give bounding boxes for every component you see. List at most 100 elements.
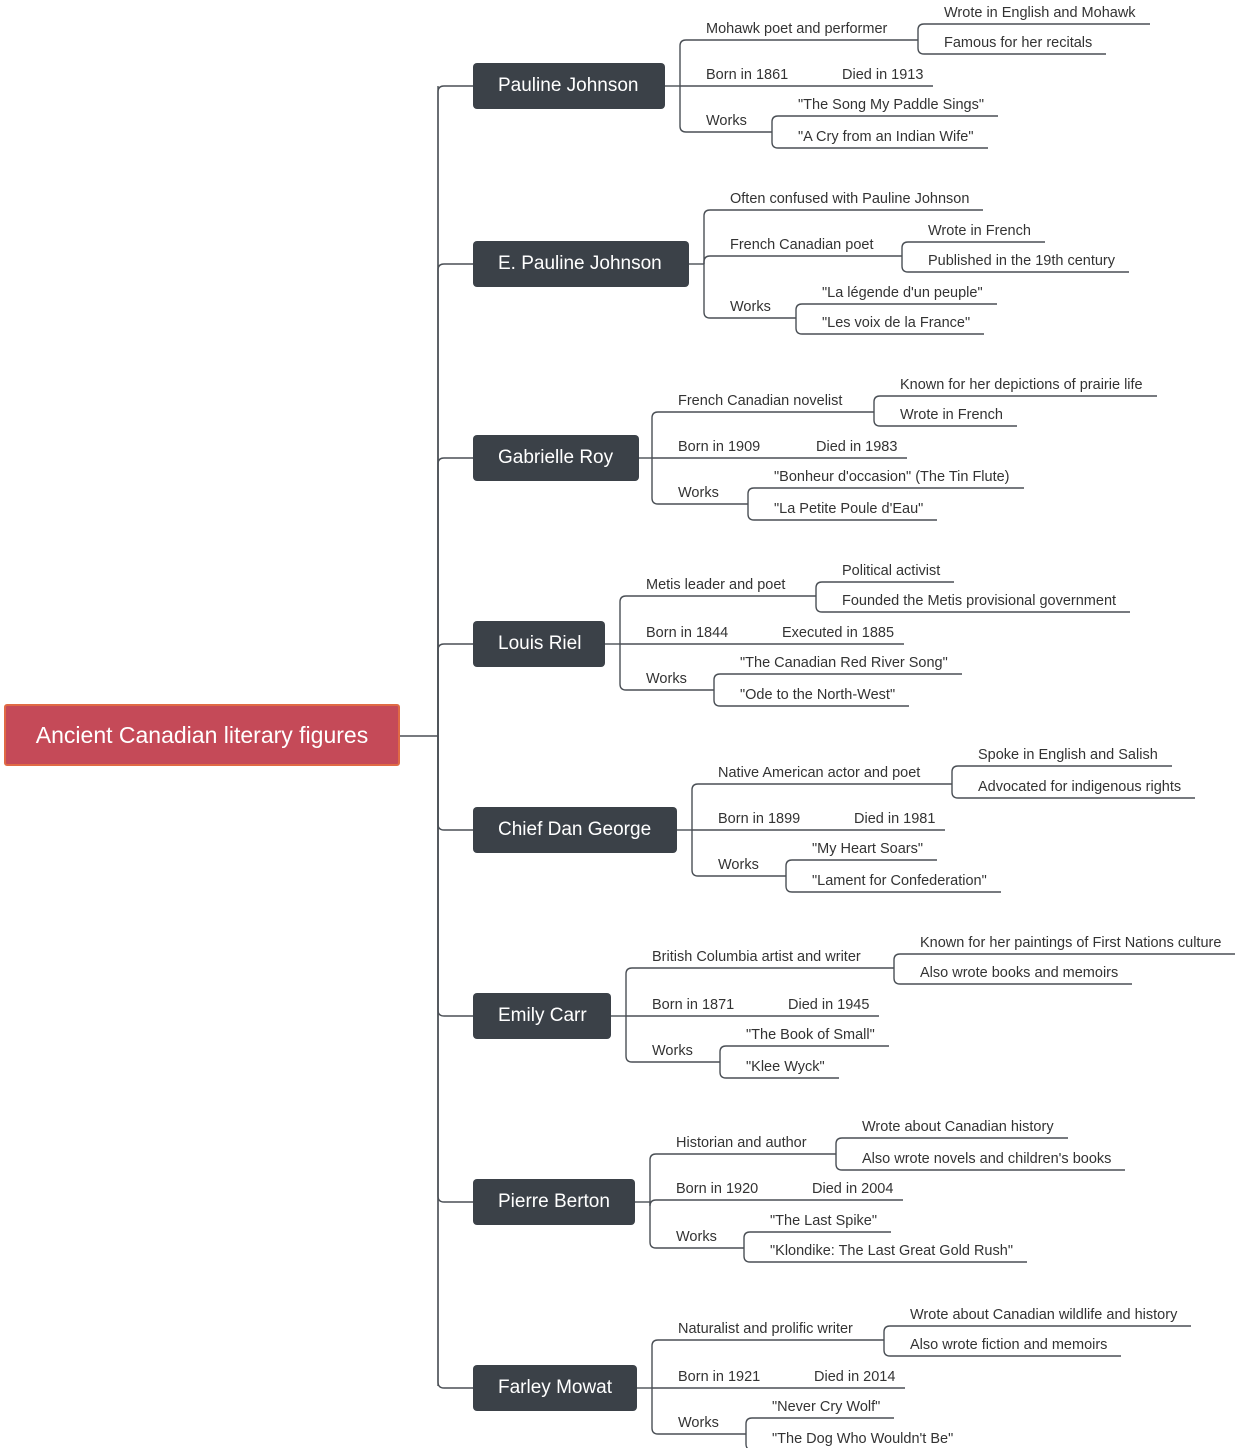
work-item-topic[interactable]: "The Book of Small" [746, 1027, 875, 1043]
trunk-to-branch-line [437, 736, 473, 1203]
work-item-topic[interactable]: "Lament for Confederation" [812, 873, 987, 889]
born-topic[interactable]: Born in 1920 [676, 1181, 759, 1197]
works-topic[interactable]: Works [646, 671, 687, 687]
branch-topic-pierre-berton[interactable]: Pierre Berton [473, 1179, 635, 1225]
works-topic[interactable]: Works [676, 1229, 717, 1245]
leaf-connector-line [901, 241, 1045, 256]
died-topic[interactable]: Executed in 1885 [782, 625, 895, 641]
leaf-connector-line [651, 1388, 746, 1435]
work-item-topic[interactable]: "Klondike: The Last Great Gold Rush" [770, 1243, 1013, 1259]
root-topic[interactable]: Ancient Canadian literary figures [4, 704, 400, 766]
born-topic[interactable]: Born in 1899 [718, 811, 801, 827]
leaf-connector-line [651, 458, 748, 505]
died-topic[interactable]: Died in 1981 [854, 811, 936, 827]
born-topic[interactable]: Born in 1871 [652, 997, 735, 1013]
died-topic[interactable]: Died in 2004 [812, 1181, 894, 1197]
work-item-topic[interactable]: "Klee Wyck" [746, 1059, 825, 1075]
description-topic[interactable]: Mohawk poet and performer [706, 21, 888, 37]
detail-topic[interactable]: Also wrote books and memoirs [920, 965, 1119, 981]
detail-topic[interactable]: Wrote in French [900, 407, 1003, 423]
description-topic[interactable]: French Canadian poet [730, 237, 874, 253]
leaf-connector-line [795, 318, 984, 335]
description-topic[interactable]: British Columbia artist and writer [652, 949, 861, 965]
branch-topic-emily-carr[interactable]: Emily Carr [473, 993, 611, 1039]
branch-topic-louis-riel[interactable]: Louis Riel [473, 621, 605, 667]
leaf-connector-line [873, 412, 1017, 427]
branch-topic-label: Louis Riel [498, 633, 582, 654]
detail-topic[interactable]: Political activist [842, 563, 941, 579]
leaf-connector-line [649, 1153, 836, 1202]
work-item-topic[interactable]: "The Dog Who Wouldn't Be" [772, 1431, 954, 1447]
leaf-connector-line [917, 40, 1106, 55]
trunk-to-branch-line [437, 736, 473, 831]
leaf-connector-line [719, 1062, 839, 1079]
leaf-connector-line [873, 395, 1157, 412]
trunk-to-branch-line [437, 85, 473, 736]
branch-topic-farley-mowat[interactable]: Farley Mowat [473, 1365, 637, 1411]
detail-topic[interactable]: Known for her paintings of First Nations… [920, 935, 1222, 951]
detail-topic[interactable]: Known for her depictions of prairie life [900, 377, 1143, 393]
work-item-topic[interactable]: "Bonheur d'occasion" (The Tin Flute) [774, 469, 1010, 485]
works-topic[interactable]: Works [678, 1415, 719, 1431]
detail-topic[interactable]: Wrote in English and Mohawk [944, 5, 1136, 21]
branch-topic-e-pauline-johnson[interactable]: E. Pauline Johnson [473, 241, 689, 287]
work-item-topic[interactable]: "The Canadian Red River Song" [740, 655, 948, 671]
leaf-connector-line [917, 23, 1150, 40]
detail-topic[interactable]: Famous for her recitals [944, 35, 1093, 51]
root-topic-label: Ancient Canadian literary figures [35, 721, 369, 748]
branch-topic-gabrielle-roy[interactable]: Gabrielle Roy [473, 435, 639, 481]
work-item-topic[interactable]: "The Last Spike" [770, 1213, 878, 1229]
died-topic[interactable]: Died in 1945 [788, 997, 870, 1013]
description-topic[interactable]: Metis leader and poet [646, 577, 786, 593]
description-topic[interactable]: Native American actor and poet [718, 765, 921, 781]
died-topic[interactable]: Died in 2014 [814, 1369, 896, 1385]
detail-topic[interactable]: Also wrote novels and children's books [862, 1151, 1112, 1167]
leaf-connector-line [785, 859, 937, 876]
detail-topic[interactable]: Wrote about Canadian history [862, 1119, 1054, 1135]
leaf-connector-line [649, 1202, 744, 1249]
detail-topic[interactable]: Spoke in English and Salish [978, 747, 1158, 763]
detail-topic[interactable]: Published in the 19th century [928, 253, 1116, 269]
leaf-connector-line [745, 1417, 894, 1434]
detail-topic[interactable]: Wrote about Canadian wildlife and histor… [910, 1307, 1178, 1323]
born-topic[interactable]: Born in 1844 [646, 625, 729, 641]
leaf-connector-line [815, 581, 954, 596]
description-topic[interactable]: Naturalist and prolific writer [678, 1321, 853, 1337]
leaf-connector-line [951, 784, 1195, 799]
works-topic[interactable]: Works [730, 299, 771, 315]
detail-topic[interactable]: Also wrote fiction and memoirs [910, 1337, 1108, 1353]
note-topic[interactable]: Often confused with Pauline Johnson [730, 191, 970, 207]
work-item-topic[interactable]: "Les voix de la France" [822, 315, 971, 331]
work-item-topic[interactable]: "The Song My Paddle Sings" [798, 97, 985, 113]
description-topic[interactable]: Historian and author [676, 1135, 807, 1151]
work-item-topic[interactable]: "My Heart Soars" [812, 841, 924, 857]
leaf-connector-line [691, 783, 952, 830]
leaf-connector-line [703, 264, 796, 319]
detail-topic[interactable]: Advocated for indigenous rights [978, 779, 1182, 795]
leaf-connector-line [625, 1016, 720, 1063]
work-item-topic[interactable]: "Ode to the North-West" [740, 687, 896, 703]
work-item-topic[interactable]: "Never Cry Wolf" [772, 1399, 881, 1415]
leaf-connector-line [883, 1325, 1191, 1340]
died-topic[interactable]: Died in 1983 [816, 439, 898, 455]
died-topic[interactable]: Died in 1913 [842, 67, 924, 83]
leaf-connector-line [743, 1231, 891, 1248]
born-topic[interactable]: Born in 1921 [678, 1369, 761, 1385]
works-topic[interactable]: Works [718, 857, 759, 873]
detail-topic[interactable]: Founded the Metis provisional government [842, 593, 1117, 609]
born-topic[interactable]: Born in 1861 [706, 67, 789, 83]
branch-topic-pauline-johnson[interactable]: Pauline Johnson [473, 63, 665, 109]
works-topic[interactable]: Works [706, 113, 747, 129]
branch-topic-chief-dan-george[interactable]: Chief Dan George [473, 807, 677, 853]
detail-topic[interactable]: Wrote in French [928, 223, 1031, 239]
work-item-topic[interactable]: "La Petite Poule d'Eau" [774, 501, 924, 517]
leaf-connector-line [619, 595, 816, 644]
leaf-connector-line [679, 39, 918, 86]
work-item-topic[interactable]: "A Cry from an Indian Wife" [798, 129, 974, 145]
description-topic[interactable]: French Canadian novelist [678, 393, 843, 409]
works-topic[interactable]: Works [652, 1043, 693, 1059]
born-topic[interactable]: Born in 1909 [678, 439, 761, 455]
work-item-topic[interactable]: "La légende d'un peuple" [822, 285, 983, 301]
works-topic[interactable]: Works [678, 485, 719, 501]
branch-topic-label: E. Pauline Johnson [498, 253, 662, 274]
